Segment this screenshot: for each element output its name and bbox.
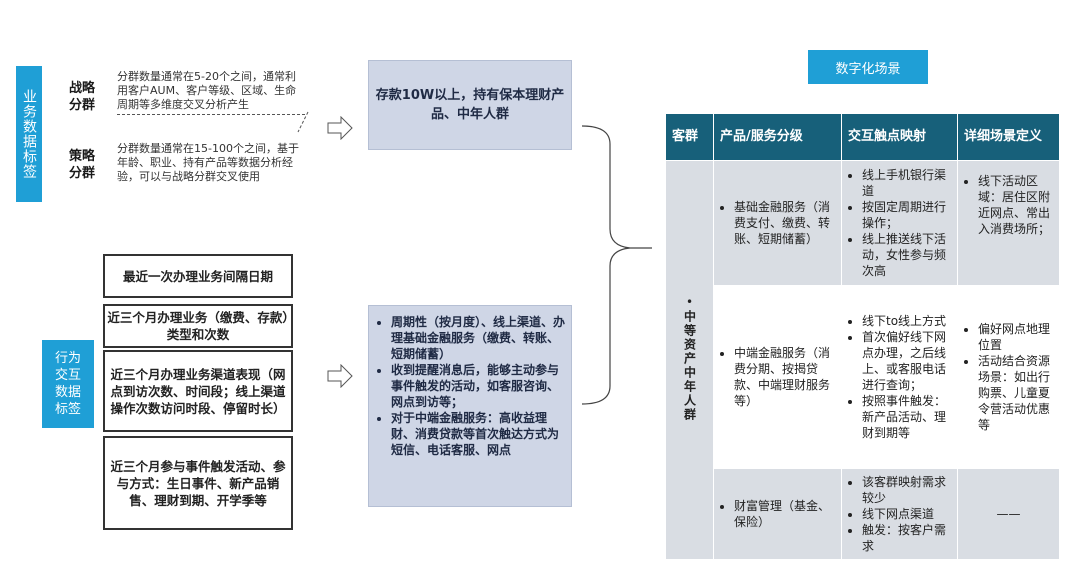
product-item: 财富管理（基金、保险） bbox=[734, 498, 837, 530]
touch-item: 首次偏好线下网点办理，之后线上、或客服电话进行查询； bbox=[862, 329, 953, 393]
behavior-box: 近三个月办理业务（缴费、存款）类型和次数 bbox=[103, 304, 293, 348]
col-header: 详细场景定义 bbox=[957, 113, 1060, 161]
target-segment-box: 存款10W以上，持有保本理财产品、中年人群 bbox=[368, 60, 572, 150]
table-cell: 线上手机银行渠道 按固定周期进行操作； 线上推送线下活动，女性参与频次高 bbox=[841, 160, 958, 286]
summary-item: 对于中端金融服务：高收益理财、消费贷款等首次触达方式为短信、电话客服、网点 bbox=[391, 410, 565, 458]
arrow-right-icon bbox=[327, 364, 353, 388]
behavior-box: 近三个月参与事件触发活动、参与方式：生日事件、新产品销售、理财到期、开学季等 bbox=[103, 436, 293, 530]
scene-dash: —— bbox=[996, 507, 1021, 521]
tactic-group-title: 策略 分群 bbox=[68, 149, 95, 181]
table-cell: 偏好网点地理位置 活动结合资源场景：如出行购票、儿童夏令营活动优惠等 bbox=[957, 285, 1060, 469]
touch-item: 线下to线上方式 bbox=[862, 313, 953, 329]
touch-item: 线上推送线下活动，女性参与频次高 bbox=[862, 231, 953, 279]
brace-connector bbox=[581, 125, 652, 405]
col-header: 产品/服务分级 bbox=[713, 113, 842, 161]
touch-item: 该客群映射需求较少 bbox=[862, 474, 953, 506]
col-header: 交互触点映射 bbox=[841, 113, 958, 161]
summary-item: 周期性（按月度）、线上渠道、办理基础金融服务（缴费、转账、短期储蓄） bbox=[391, 314, 565, 362]
table-cell: 该客群映射需求较少 线下网点渠道 触发：按客户需求 bbox=[841, 468, 958, 560]
touch-item: 线下网点渠道 bbox=[862, 506, 953, 522]
scene-item: 线下活动区域：居住区附近网点、常出入消费场所； bbox=[978, 173, 1055, 237]
touch-item: 触发：按客户需求 bbox=[862, 522, 953, 554]
summary-item: 收到提醒消息后，能够主动参与事件触发的活动，如客服咨询、网点到访等； bbox=[391, 362, 565, 410]
table-cell: 财富管理（基金、保险） bbox=[713, 468, 842, 560]
group-label: 中等资产中年人群 bbox=[682, 310, 697, 422]
scenario-table: 客群 产品/服务分级 交互触点映射 详细场景定义 • 中等资产中年人群 基础金融… bbox=[665, 113, 1060, 560]
product-item: 中端金融服务（消费分期、按揭贷款、中端理财服务等） bbox=[734, 345, 837, 409]
table-cell: 中端金融服务（消费分期、按揭贷款、中端理财服务等） bbox=[713, 285, 842, 469]
tactic-group-desc: 分群数量通常在15-100个之间，基于年龄、职业、持有产品等数据分析经验，可以与… bbox=[117, 142, 299, 183]
behavior-data-label: 行为 交互 数据 标签 bbox=[42, 340, 94, 428]
touch-item: 按固定周期进行操作； bbox=[862, 199, 953, 231]
arrow-right-icon bbox=[327, 116, 353, 140]
strategy-group-title: 战略 分群 bbox=[68, 81, 95, 113]
behavior-summary-box: 周期性（按月度）、线上渠道、办理基础金融服务（缴费、转账、短期储蓄） 收到提醒消… bbox=[368, 305, 572, 507]
dashed-connector bbox=[297, 111, 309, 133]
behavior-box: 近三个月办理业务渠道表现（网点到访次数、时间段；线上渠道操作次数访问时段、停留时… bbox=[103, 350, 293, 432]
table-cell: 线下to线上方式 首次偏好线下网点办理，之后线上、或客服电话进行查询； 按照事件… bbox=[841, 285, 958, 469]
touch-item: 按照事件触发：新产品活动、理财到期等 bbox=[862, 393, 953, 441]
col-header: 客群 bbox=[665, 113, 714, 161]
touch-item: 线上手机银行渠道 bbox=[862, 167, 953, 199]
strategy-group-desc: 分群数量通常在5-20个之间，通常利用客户AUM、客户等级、区域、生命周期等多维… bbox=[117, 70, 305, 115]
group-cell: • 中等资产中年人群 bbox=[665, 160, 714, 560]
table-cell: 基础金融服务（消费支付、缴费、转账、短期储蓄） bbox=[713, 160, 842, 286]
scene-item: 偏好网点地理位置 bbox=[978, 321, 1055, 353]
section-title: 数字化场景 bbox=[808, 50, 928, 84]
behavior-box: 最近一次办理业务间隔日期 bbox=[103, 254, 293, 298]
scene-item: 活动结合资源场景：如出行购票、儿童夏令营活动优惠等 bbox=[978, 353, 1055, 433]
business-data-label: 业务数据标签 bbox=[16, 66, 42, 202]
table-cell: 线下活动区域：居住区附近网点、常出入消费场所； bbox=[957, 160, 1060, 286]
product-item: 基础金融服务（消费支付、缴费、转账、短期储蓄） bbox=[734, 199, 837, 247]
table-cell: —— bbox=[957, 468, 1060, 560]
